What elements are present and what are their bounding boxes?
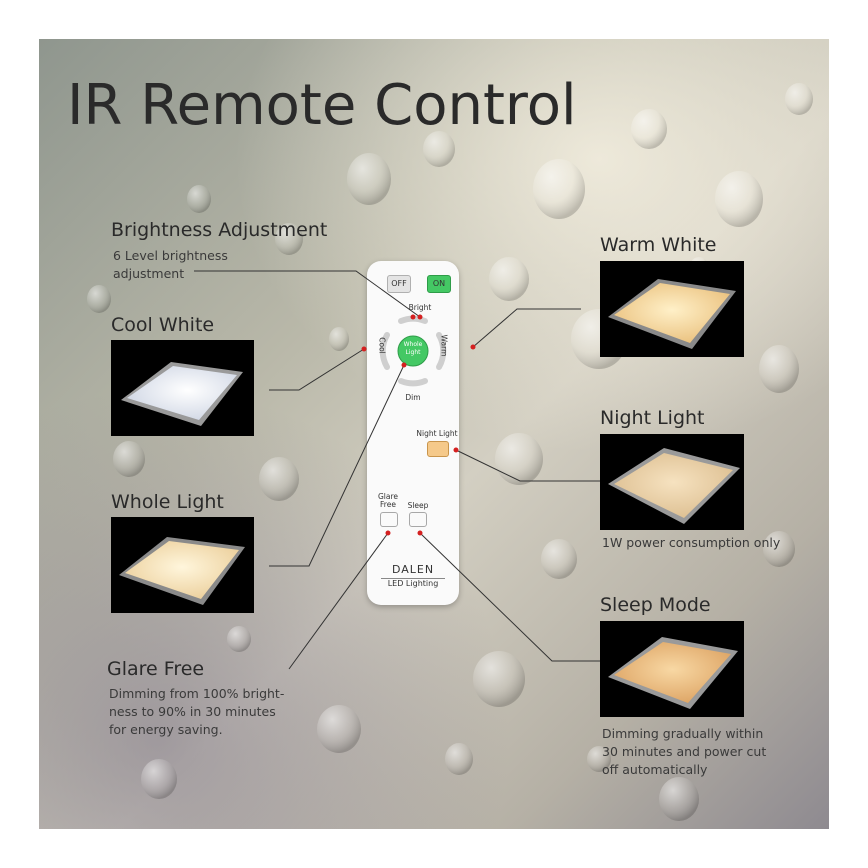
infographic-panel: IR Remote Control Brightness Adjustment … [39, 39, 829, 829]
cool-white-lamp-photo [111, 340, 254, 436]
ir-remote-control: OFF ON Bright Cool Warm Whole Light Dim … [367, 261, 459, 605]
sleep-desc-line: off automatically [602, 762, 708, 777]
brightness-desc-line: adjustment [113, 266, 185, 281]
sleep-mode-label: Sleep Mode [600, 594, 711, 616]
glare-free-description: Dimming from 100% bright- ness to 90% in… [109, 685, 284, 739]
night-light-lamp-photo [600, 434, 744, 530]
sleep-button[interactable] [409, 512, 427, 527]
cool-white-label: Cool White [111, 314, 215, 336]
brightness-desc-line: 6 Level brightness [113, 248, 228, 263]
night-light-description: 1W power consumption only [602, 535, 781, 550]
warm-white-lamp-photo [600, 261, 744, 357]
warm-white-label: Warm White [600, 234, 717, 256]
page-title: IR Remote Control [67, 73, 577, 138]
brand-subtitle: LED Lighting [387, 579, 439, 588]
glare-desc-line: for energy saving. [109, 722, 223, 737]
warm-button-label: Warm [439, 334, 449, 357]
off-button[interactable]: OFF [387, 275, 411, 293]
brightness-adjustment-label: Brightness Adjustment [111, 219, 328, 241]
whole-light-button-label[interactable]: Whole Light [398, 341, 428, 357]
glare-desc-line: ness to 90% in 30 minutes [109, 704, 276, 719]
whole-light-label-line: Light [405, 349, 421, 356]
glare-free-button[interactable] [380, 512, 398, 527]
glare-free-label: Glare Free [107, 658, 205, 680]
sleep-mode-description: Dimming gradually within 30 minutes and … [602, 725, 766, 779]
brand-name: DALEN [391, 563, 435, 576]
sleep-mode-lamp-photo [600, 621, 744, 717]
night-light-button[interactable] [427, 441, 449, 457]
sleep-button-label: Sleep [407, 501, 429, 510]
whole-light-lamp-photo [111, 517, 254, 613]
cool-arc-button [379, 332, 390, 370]
sleep-desc-line: 30 minutes and power cut [602, 744, 767, 759]
dim-button-label: Dim [405, 393, 421, 402]
warm-arc-button [436, 332, 447, 370]
on-button[interactable]: ON [427, 275, 451, 293]
whole-light-label-line: Whole [403, 341, 423, 348]
brand-divider [381, 578, 445, 579]
brightness-description: 6 Level brightness adjustment [113, 247, 228, 283]
dim-arc-button [398, 378, 428, 387]
whole-light-label: Whole Light [111, 491, 224, 513]
whole-light-button [397, 335, 429, 367]
glare-desc-line: Dimming from 100% bright- [109, 686, 285, 701]
night-light-button-label: Night Light [416, 429, 458, 438]
cool-button-label: Cool [377, 337, 387, 354]
bright-marker-dot [410, 314, 416, 320]
sleep-desc-line: Dimming gradually within [602, 726, 764, 741]
glare-label-line: Free [380, 500, 396, 509]
glare-free-button-label: Glare Free [376, 493, 400, 509]
night-light-label: Night Light [600, 407, 705, 429]
